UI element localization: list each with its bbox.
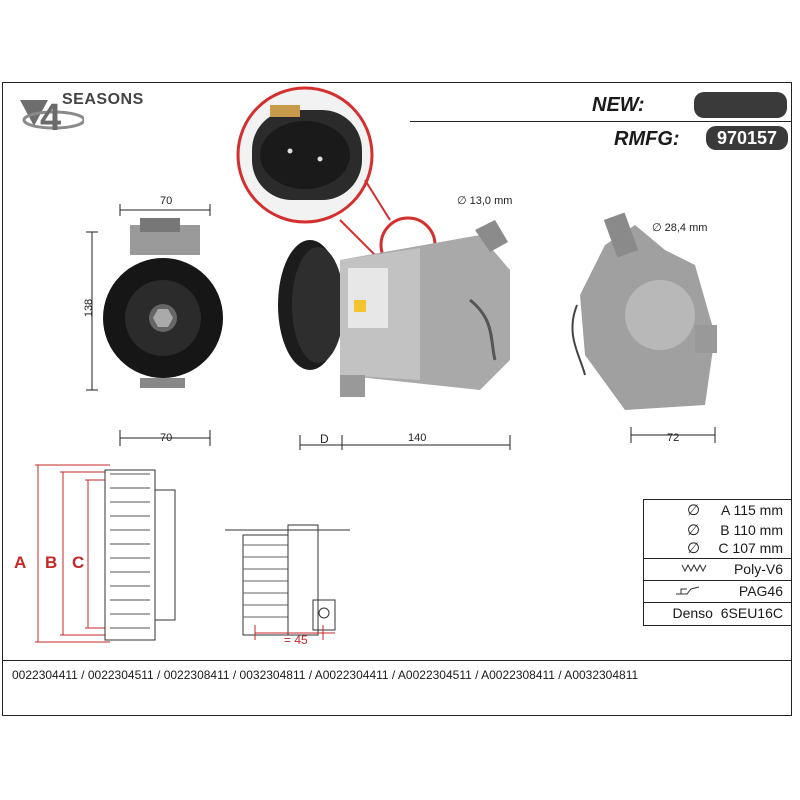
spec-row: ∅ C 107 mm — [643, 538, 791, 559]
side-d-dim: D — [320, 432, 329, 446]
port2-dim: ∅ 28,4 mm — [652, 222, 708, 234]
spec-text: B 110 mm — [720, 522, 783, 538]
rear-view — [571, 212, 717, 443]
oem-references: 0022304411 / 0022304511 / 0022308411 / 0… — [12, 668, 639, 682]
rmfg-label: RMFG: — [614, 128, 680, 150]
svg-text:4: 4 — [40, 97, 61, 136]
port1-value: 13,0 mm — [469, 195, 513, 207]
spec-row: PAG46 — [643, 580, 791, 601]
spec-text: C 107 mm — [718, 540, 783, 556]
spec-row: ∅ B 110 mm — [643, 520, 791, 541]
front-view — [86, 204, 223, 446]
new-label: NEW: — [592, 94, 645, 116]
rmfg-code-pill: 970157 — [706, 126, 788, 150]
spec-row: Denso 6SEU16C — [643, 602, 791, 626]
oil-can-icon — [676, 586, 700, 595]
new-code-pill — [694, 92, 787, 118]
diameter-icon: ∅ — [687, 502, 701, 519]
spec-text: Denso 6SEU16C — [672, 605, 783, 621]
brand-name: SEASONS — [62, 91, 144, 108]
label-b: B — [45, 553, 58, 572]
front-width-dim: 70 — [160, 195, 173, 207]
label-c: C — [72, 553, 85, 572]
front-height-dim: 138 — [83, 298, 96, 318]
belt-icon — [681, 563, 707, 573]
side-length-dim: 140 — [408, 432, 427, 444]
port2-value: 28,4 mm — [664, 222, 708, 234]
pulley-offset-dim: = 45 — [284, 633, 308, 647]
spec-text: A 115 mm — [721, 502, 783, 518]
spec-text: PAG46 — [738, 583, 783, 599]
header-divider — [410, 121, 791, 122]
rear-width-dim: 72 — [667, 432, 680, 444]
spec-row: ∅ A 115 mm — [643, 499, 791, 520]
connector-zoom — [236, 86, 437, 274]
port1-dim: ∅ 13,0 mm — [457, 195, 513, 207]
spec-row: Poly-V6 — [643, 558, 791, 579]
pulley-offset-diagram — [225, 524, 350, 640]
label-a: A — [14, 553, 27, 572]
front-bottom-width-dim: 70 — [160, 432, 173, 444]
spec-text: Poly-V6 — [733, 561, 783, 577]
sheet-frame — [2, 82, 792, 716]
four-seasons-logo: 4 — [20, 97, 84, 136]
diameter-icon: ∅ — [687, 522, 701, 539]
side-view — [278, 220, 511, 450]
references-divider — [2, 660, 792, 661]
spec-table-left-border — [643, 499, 644, 626]
diameter-icon: ∅ — [687, 540, 701, 557]
rmfg-code: 970157 — [716, 128, 778, 148]
pulley-diagram — [35, 464, 176, 643]
